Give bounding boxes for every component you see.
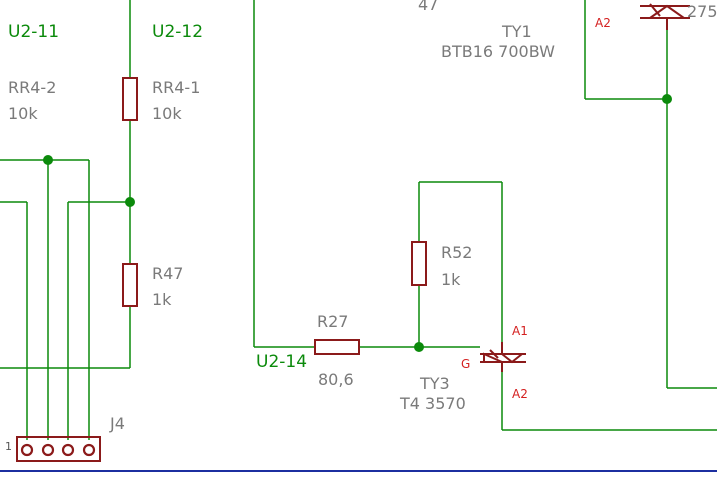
value-r27: 80,6	[318, 370, 354, 389]
ref-r27: R27	[317, 312, 348, 331]
value-rr4-2: 10k	[8, 104, 38, 123]
junction-dot	[414, 342, 424, 352]
ref-r47: R47	[152, 264, 183, 283]
connector-pin	[20, 443, 34, 457]
pin-label-ty3-a2: A2	[512, 387, 528, 401]
connector-pin	[61, 443, 75, 457]
value-ty1: BTB16 700BW	[441, 42, 555, 61]
triac-ty3-symbol	[480, 342, 526, 372]
resistor-r52	[411, 241, 427, 286]
pin-label-ty3-g: G	[461, 357, 470, 371]
value-ty3: T4 3570	[399, 394, 466, 413]
connector-pin	[82, 443, 96, 457]
net-label-u2-12: U2-12	[152, 22, 203, 42]
ref-j4: J4	[109, 414, 125, 433]
connector-j4-body	[16, 436, 101, 462]
connector-j4	[16, 436, 101, 462]
value-r47: 1k	[152, 290, 172, 309]
value-rr4-1: 10k	[152, 104, 182, 123]
junction-dot	[662, 94, 672, 104]
ref-rr4-2: RR4-2	[8, 78, 56, 97]
net-label-u2-11: U2-11	[8, 22, 59, 42]
wires	[0, 0, 717, 440]
ref-r52: R52	[441, 243, 472, 262]
junction-dot	[125, 197, 135, 207]
net-label-u2-14: U2-14	[256, 352, 307, 372]
triac-ty1-symbol	[640, 3, 690, 30]
resistor-r27	[314, 339, 360, 355]
junction-dot	[43, 155, 53, 165]
partial-value-top: 47	[418, 0, 438, 14]
connector-pin	[41, 443, 55, 457]
ref-ty1: TY1	[501, 22, 532, 41]
partial-label-top-right: 275	[687, 2, 717, 21]
pin-label-ty3-a1: A1	[512, 324, 528, 338]
ref-rr4-1: RR4-1	[152, 78, 200, 97]
junctions	[43, 94, 672, 352]
pin-label-ty1-a2: A2	[595, 16, 611, 30]
ref-ty3: TY3	[419, 374, 450, 393]
j4-pin1-marker: 1	[5, 440, 12, 453]
resistor-r47	[122, 263, 138, 307]
value-r52: 1k	[441, 270, 461, 289]
resistor-rr4-1	[122, 77, 138, 121]
